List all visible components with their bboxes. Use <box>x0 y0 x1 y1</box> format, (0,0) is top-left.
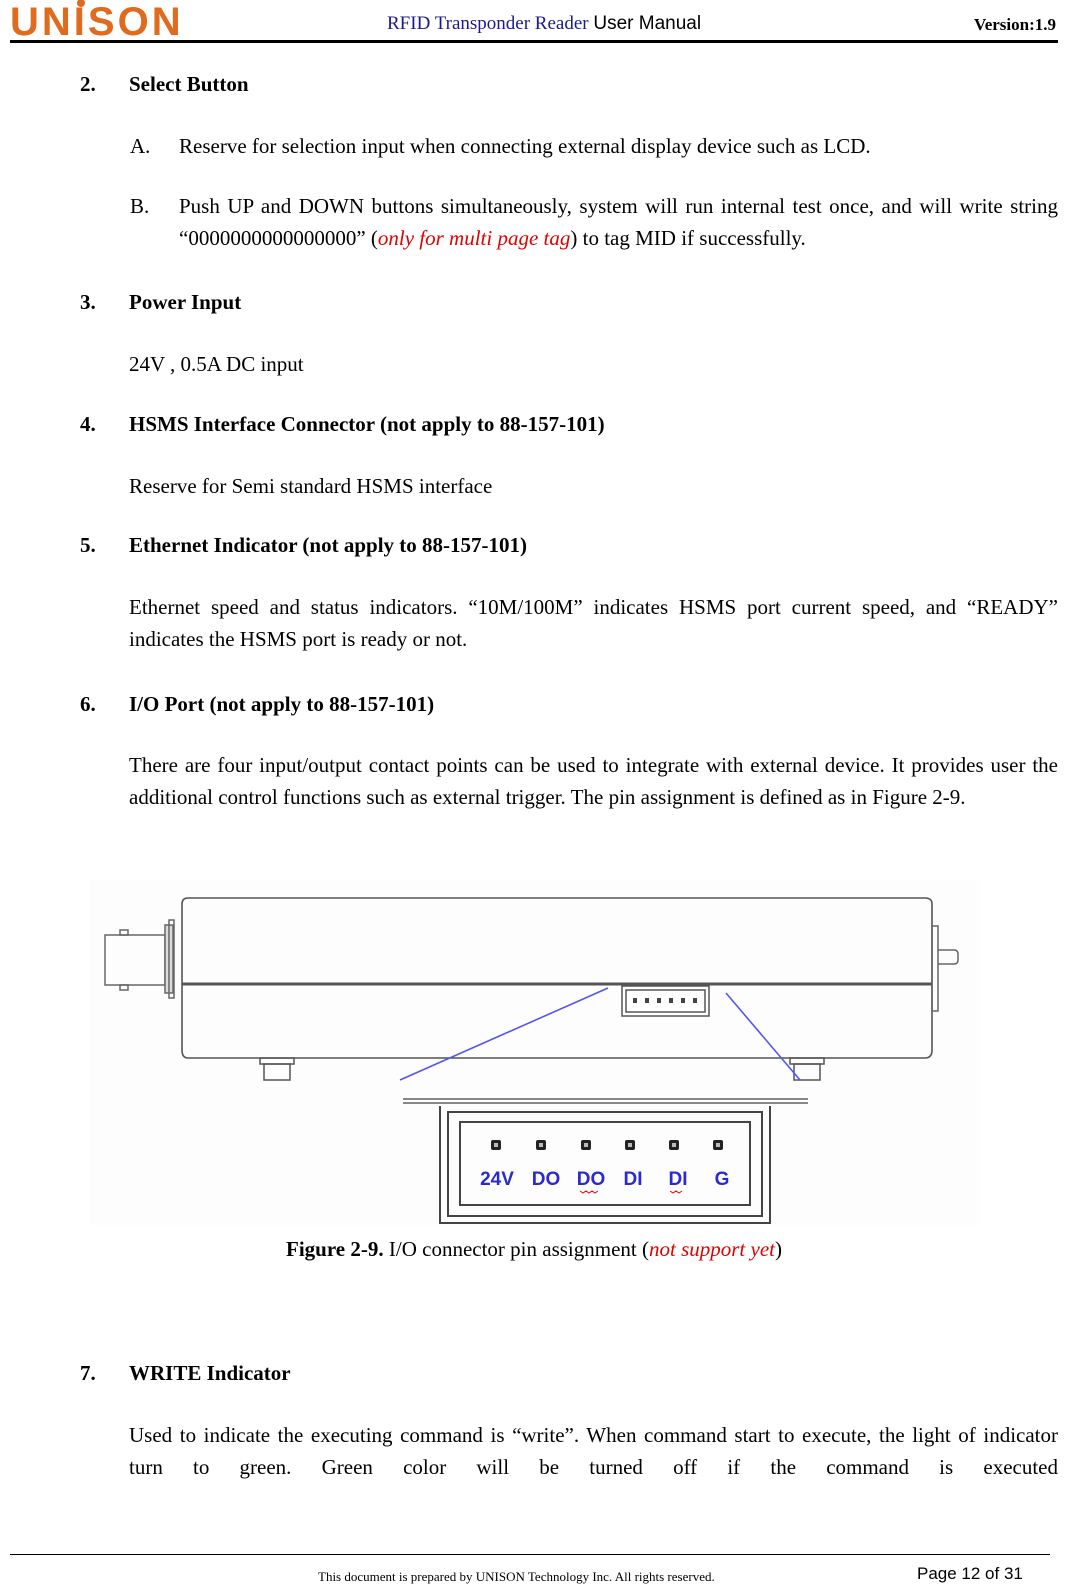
version-label: Version:1.9 <box>973 15 1056 34</box>
connector-enlarged: 24V DO DO DI DI G <box>403 1098 808 1224</box>
item-text-post: ) to tag MID if successfully. <box>570 226 806 250</box>
document-title: RFID Transponder Reader User Manual <box>387 13 701 35</box>
page-number: Page 12 of 31 <box>917 1564 1023 1583</box>
pin-label-do-1: DO <box>532 1169 561 1190</box>
spellcheck-squiggle <box>579 1190 599 1194</box>
pin-label-di-1: DI <box>624 1169 643 1190</box>
section-heading-select-button: 2. Select Button <box>80 72 249 97</box>
housing-outline <box>181 897 933 1059</box>
leader-line-right <box>725 992 801 1081</box>
item-text: Reserve for selection input when connect… <box>179 134 871 158</box>
pin-label-g: G <box>715 1169 730 1190</box>
section-title: Power Input <box>129 290 242 314</box>
title-manual: User Manual <box>593 13 702 34</box>
item-label: A. <box>130 134 151 158</box>
device-feet <box>259 1057 825 1081</box>
pin-label-do-2: DO <box>577 1169 606 1190</box>
section-heading-write-indicator: 7. WRITE Indicator <box>80 1361 291 1386</box>
pin-label-di-2: DI <box>669 1169 688 1190</box>
leader-line-left <box>399 987 609 1081</box>
caption-note: not support yet <box>648 1237 775 1261</box>
section-number: 3. <box>80 290 96 314</box>
section-heading-power-input: 3. Power Input <box>80 290 241 315</box>
right-knob-icon <box>931 925 959 1012</box>
figure-caption: Figure 2-9. I/O connector pin assignment… <box>0 1237 1068 1262</box>
header-divider <box>10 40 1058 43</box>
section-heading-io-port: 6. I/O Port (not apply to 88-157-101) <box>80 692 434 717</box>
section-heading-ethernet-indicator: 5. Ethernet Indicator (not apply to 88-15… <box>80 533 527 558</box>
caption-end: ) <box>774 1237 782 1261</box>
section-title: Select Button <box>129 72 249 96</box>
unison-logo: UNISON <box>10 0 184 44</box>
pin-label-24v: 24V <box>480 1169 514 1190</box>
copyright-notice: This document is prepared by UNISON Tech… <box>318 1569 715 1584</box>
section-number: 6. <box>80 692 96 716</box>
ethernet-indicator-body: Ethernet speed and status indicators. “1… <box>129 595 1058 651</box>
section-number: 5. <box>80 533 96 557</box>
item-label: B. <box>130 194 150 218</box>
reader-device-diagram: 24V DO DO DI DI G <box>90 880 980 1225</box>
connector-pins-small <box>633 998 697 1003</box>
caption-label: Figure 2-9. <box>286 1237 384 1261</box>
figure-io-connector: 24V DO DO DI DI G <box>90 880 980 1225</box>
list-item-b: B. Push UP and DOWN buttons simultaneous… <box>130 190 1058 260</box>
page-header: UNISON RFID Transponder Reader User Manu… <box>0 0 1068 44</box>
section-title: I/O Port (not apply to 88-157-101) <box>129 692 435 716</box>
write-indicator-body: Used to indicate the executing command i… <box>129 1423 1058 1479</box>
logo-text-post: SON <box>87 0 184 44</box>
section-title: WRITE Indicator <box>129 1361 291 1385</box>
spellcheck-squiggle <box>669 1190 683 1194</box>
note-multi-page-tag: only for multi page tag <box>377 226 571 250</box>
item-text-pre: Push UP and DOWN buttons simultaneously,… <box>179 194 1058 250</box>
power-input-body: 24V , 0.5A DC input <box>129 352 304 376</box>
logo-i-with-dot: I <box>73 0 88 44</box>
section-number: 7. <box>80 1361 96 1385</box>
logo-text-pre: UN <box>10 0 74 44</box>
section-title: Ethernet Indicator (not apply to 88-157-… <box>129 533 528 557</box>
io-port-body: There are four input/output contact poin… <box>129 753 1058 809</box>
section-number: 2. <box>80 72 96 96</box>
section-number: 4. <box>80 412 96 436</box>
bnc-connector-icon <box>104 919 175 999</box>
section-heading-hsms-connector: 4. HSMS Interface Connector (not apply to… <box>80 412 605 437</box>
item-text: Push UP and DOWN buttons simultaneously,… <box>179 190 1058 254</box>
hsms-connector-body: Reserve for Semi standard HSMS interface <box>129 474 493 498</box>
title-product: RFID Transponder Reader <box>387 13 594 34</box>
caption-text: I/O connector pin assignment ( <box>383 1237 649 1261</box>
footer-divider <box>10 1554 1050 1555</box>
section-title: HSMS Interface Connector (not apply to 8… <box>129 412 605 436</box>
